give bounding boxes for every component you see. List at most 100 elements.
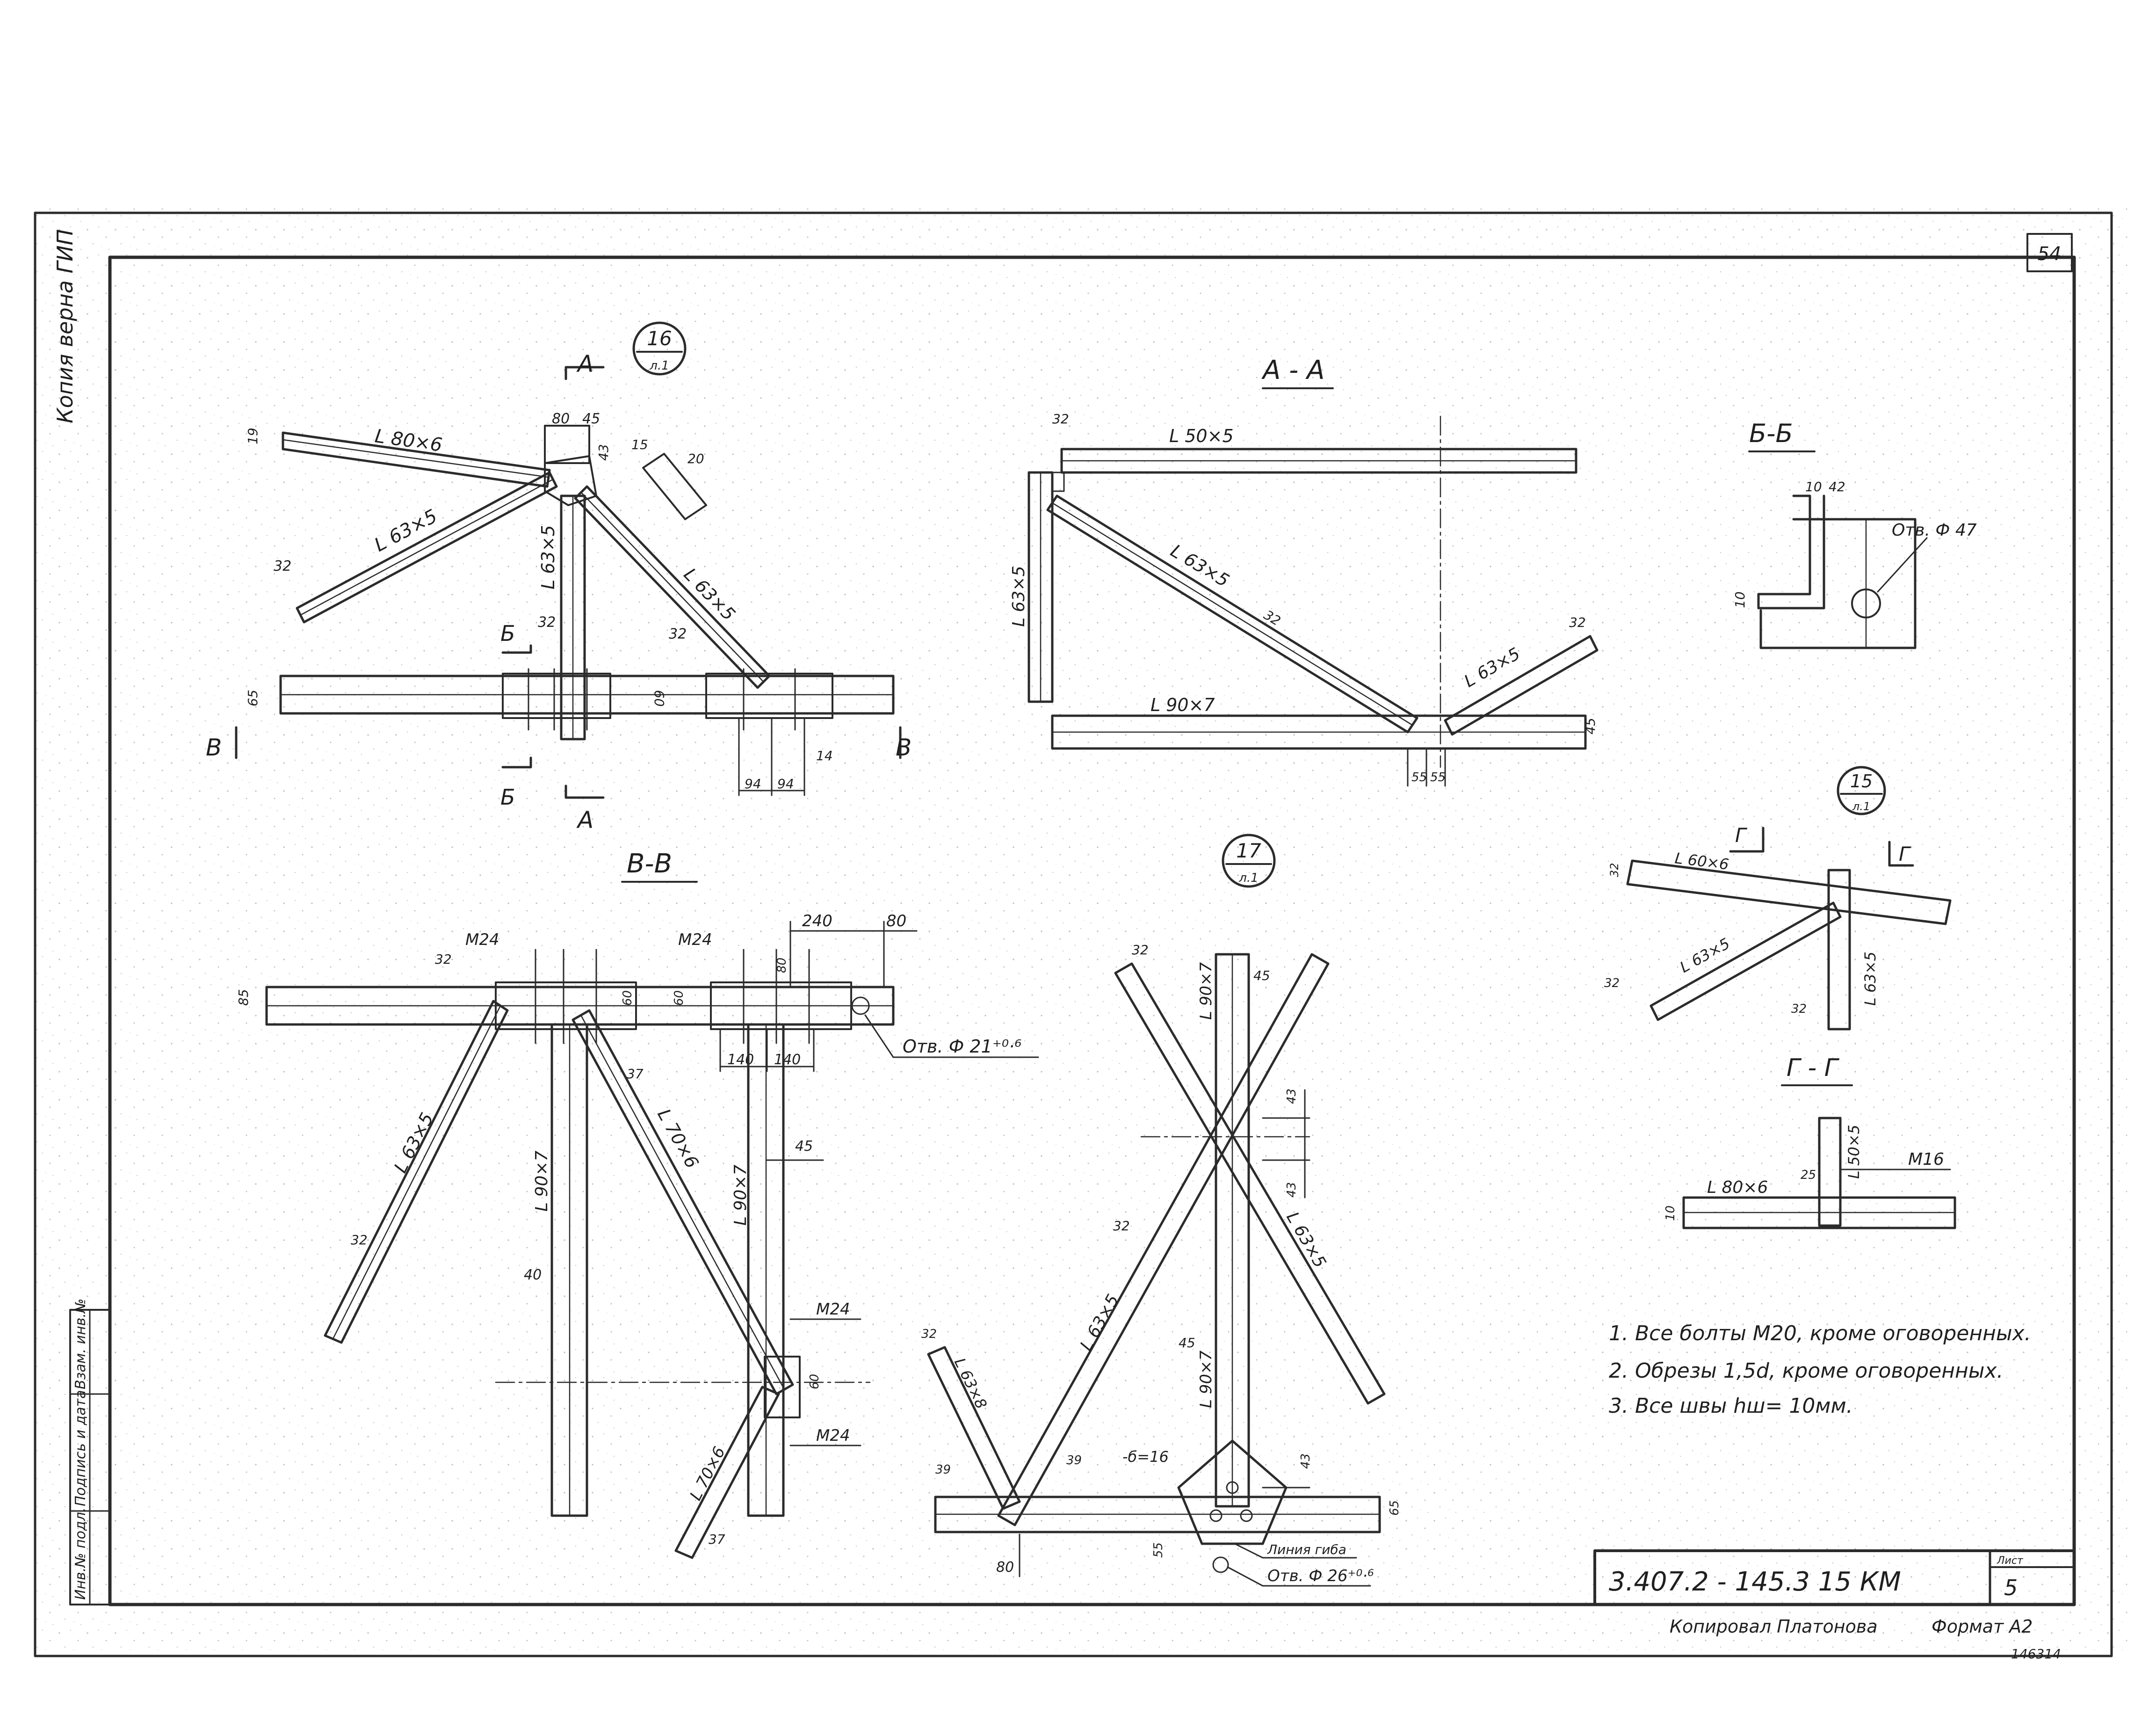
- node17-dim-39a: 39: [935, 1463, 951, 1477]
- node17-gusset: [1177, 1439, 1288, 1545]
- BB-dim-42: 42: [1829, 479, 1845, 494]
- VV-dim-45: 45: [795, 1138, 813, 1155]
- VV-dim-32b: 32: [351, 1232, 368, 1248]
- node17-dim-32a: 32: [1132, 942, 1149, 958]
- node16-dim-43: 43: [596, 444, 611, 461]
- node17-callout: 17 л.1: [1222, 834, 1276, 888]
- node16-section-V-right: В: [896, 734, 912, 761]
- node15-dim-32c: 32: [1791, 1002, 1807, 1016]
- AA-dim-45: 45: [1583, 718, 1598, 734]
- node16-dim-60: 60: [651, 690, 667, 707]
- node16-dim-65: 65: [245, 690, 260, 706]
- node17-brace-x1: [1114, 962, 1386, 1405]
- node15-post-label: L 63×5: [1861, 951, 1879, 1006]
- AA-dim-32a: 32: [1052, 411, 1069, 427]
- node16-dim-32c: 32: [669, 626, 687, 642]
- node17-bend-line: Линия гиба: [1267, 1542, 1346, 1557]
- certified-copy-stamp: Копия верна ГИП: [52, 229, 78, 423]
- VV-dim-80: 80: [886, 912, 906, 930]
- note-3: 3. Все швы hш= 10мм.: [1609, 1394, 1853, 1418]
- VV-dim-60a: 60: [621, 990, 635, 1006]
- VV-hole-label: Отв. Ф 21⁺⁰·⁶: [903, 1036, 1021, 1057]
- section-BB-title: Б-Б: [1749, 419, 1793, 448]
- node17-dim-43c: 43: [1299, 1453, 1313, 1469]
- node16-dim-15: 15: [631, 437, 648, 452]
- node15-callout: 15 л.1: [1837, 766, 1886, 815]
- VV-dim-85: 85: [236, 989, 251, 1006]
- VV-bolt-1: М24: [465, 930, 499, 949]
- node17-dim-39b: 39: [1066, 1453, 1082, 1467]
- note-2: 2. Обрезы 1,5d, кроме оговоренных.: [1609, 1359, 2004, 1383]
- AA-dim-55b: 55: [1430, 770, 1446, 784]
- node16-dim-45: 45: [582, 411, 600, 427]
- node15-section-G2: Г: [1899, 842, 1911, 865]
- node16-number: 16: [647, 327, 672, 350]
- format-label: Формат А2: [1932, 1616, 2033, 1637]
- node16-section-A-top: А: [576, 350, 593, 378]
- node16-dim-32a: 32: [274, 558, 291, 574]
- node17-dim-65: 65: [1388, 1500, 1402, 1516]
- VV-dim-40: 40: [524, 1267, 542, 1283]
- node17-dim-43a: 43: [1285, 1089, 1299, 1104]
- designation: 3.407.2 - 145.3 15 КМ: [1609, 1567, 1901, 1597]
- node15-brace: [1650, 901, 1842, 1021]
- node15-section-G1: Г: [1735, 824, 1748, 847]
- node17-dim-32b: 32: [1113, 1218, 1130, 1234]
- copied-by: Копировал Платонова: [1670, 1616, 1878, 1637]
- node15-number: 15: [1850, 771, 1873, 792]
- sheet-label: Лист: [1997, 1555, 2024, 1567]
- node15-dim-32b: 32: [1604, 976, 1620, 990]
- VV-dim-37b: 37: [709, 1532, 725, 1547]
- general-notes: 1. Все болты М20, кроме оговоренных. 2. …: [1609, 1322, 2031, 1418]
- VV-dim-140b: 140: [774, 1052, 801, 1068]
- node16-splice-plate-right: [705, 673, 833, 719]
- node16-dim-14: 14: [816, 748, 833, 763]
- node16-dim-94a: 94: [745, 776, 761, 792]
- VV-dim-80b: 80: [775, 958, 789, 973]
- VV-dim-140a: 140: [727, 1052, 754, 1068]
- VV-dim-60c: 60: [808, 1374, 822, 1389]
- node16-angle-top: [282, 431, 551, 488]
- GG-dim-10: 10: [1664, 1206, 1678, 1221]
- margin-replacement: Взам. инв.№: [72, 1299, 89, 1389]
- margin-signature-date: Подпись и дата: [72, 1390, 89, 1507]
- margin-inv-number: Инв.№ подл.: [72, 1508, 89, 1600]
- node16-dim-32b: 32: [538, 614, 556, 631]
- AA-dim-55a: 55: [1411, 770, 1427, 784]
- node17-number: 17: [1236, 839, 1261, 862]
- VV-dim-240: 240: [802, 912, 832, 930]
- BB-angle: [1757, 494, 1825, 610]
- node17-dim-80: 80: [996, 1559, 1014, 1576]
- node17-dim-55: 55: [1151, 1542, 1165, 1558]
- node17-post-low-label: L 90×7: [1197, 1350, 1215, 1408]
- page-number-box: 54: [2026, 233, 2073, 272]
- VV-bolt-3: М24: [816, 1300, 850, 1319]
- node16-section-B-bottom: Б: [500, 784, 515, 810]
- node16-splice-plate-left: [502, 673, 611, 719]
- title-block: 3.407.2 - 145.3 15 КМ Лист 5: [1593, 1549, 2076, 1606]
- VV-dim-60b: 60: [672, 990, 686, 1006]
- sheet-number: 5: [2004, 1575, 2018, 1600]
- node17-hole-label: Отв. Ф 26⁺⁰·⁶: [1267, 1567, 1374, 1585]
- node17-sheet-ref: л.1: [1238, 871, 1258, 885]
- node17-dim-32c: 32: [921, 1327, 937, 1341]
- section-GG-view: Г - Г L 80×6 10 L 50×5 25 М16: [1664, 1054, 1956, 1229]
- scan-noise: [33, 206, 2128, 1651]
- node17-dim-45a: 45: [1253, 968, 1270, 983]
- node16-section-marks: [235, 366, 902, 799]
- node16-dim-19: 19: [245, 428, 260, 444]
- section-VV-title: В-В: [627, 849, 672, 879]
- GG-dim-25: 25: [1801, 1168, 1816, 1182]
- node15-angle-top: [1626, 859, 1952, 925]
- node16-callout: 16 л.1: [632, 321, 687, 376]
- GG-post-label: L 50×5: [1845, 1125, 1863, 1179]
- VV-brace-left: [324, 1000, 509, 1344]
- GG-bolt-label: М16: [1908, 1150, 1944, 1169]
- AA-left-label: L 63×5: [1009, 566, 1028, 627]
- node17-dim-43b: 43: [1285, 1182, 1299, 1198]
- AA-top-label: L 50×5: [1169, 426, 1234, 446]
- side-margin-table: Инв.№ подл. Подпись и дата Взам. инв.№: [69, 1299, 111, 1605]
- BB-dim-10: 10: [1805, 479, 1822, 494]
- note-1: 1. Все болты М20, кроме оговоренных.: [1609, 1322, 2031, 1345]
